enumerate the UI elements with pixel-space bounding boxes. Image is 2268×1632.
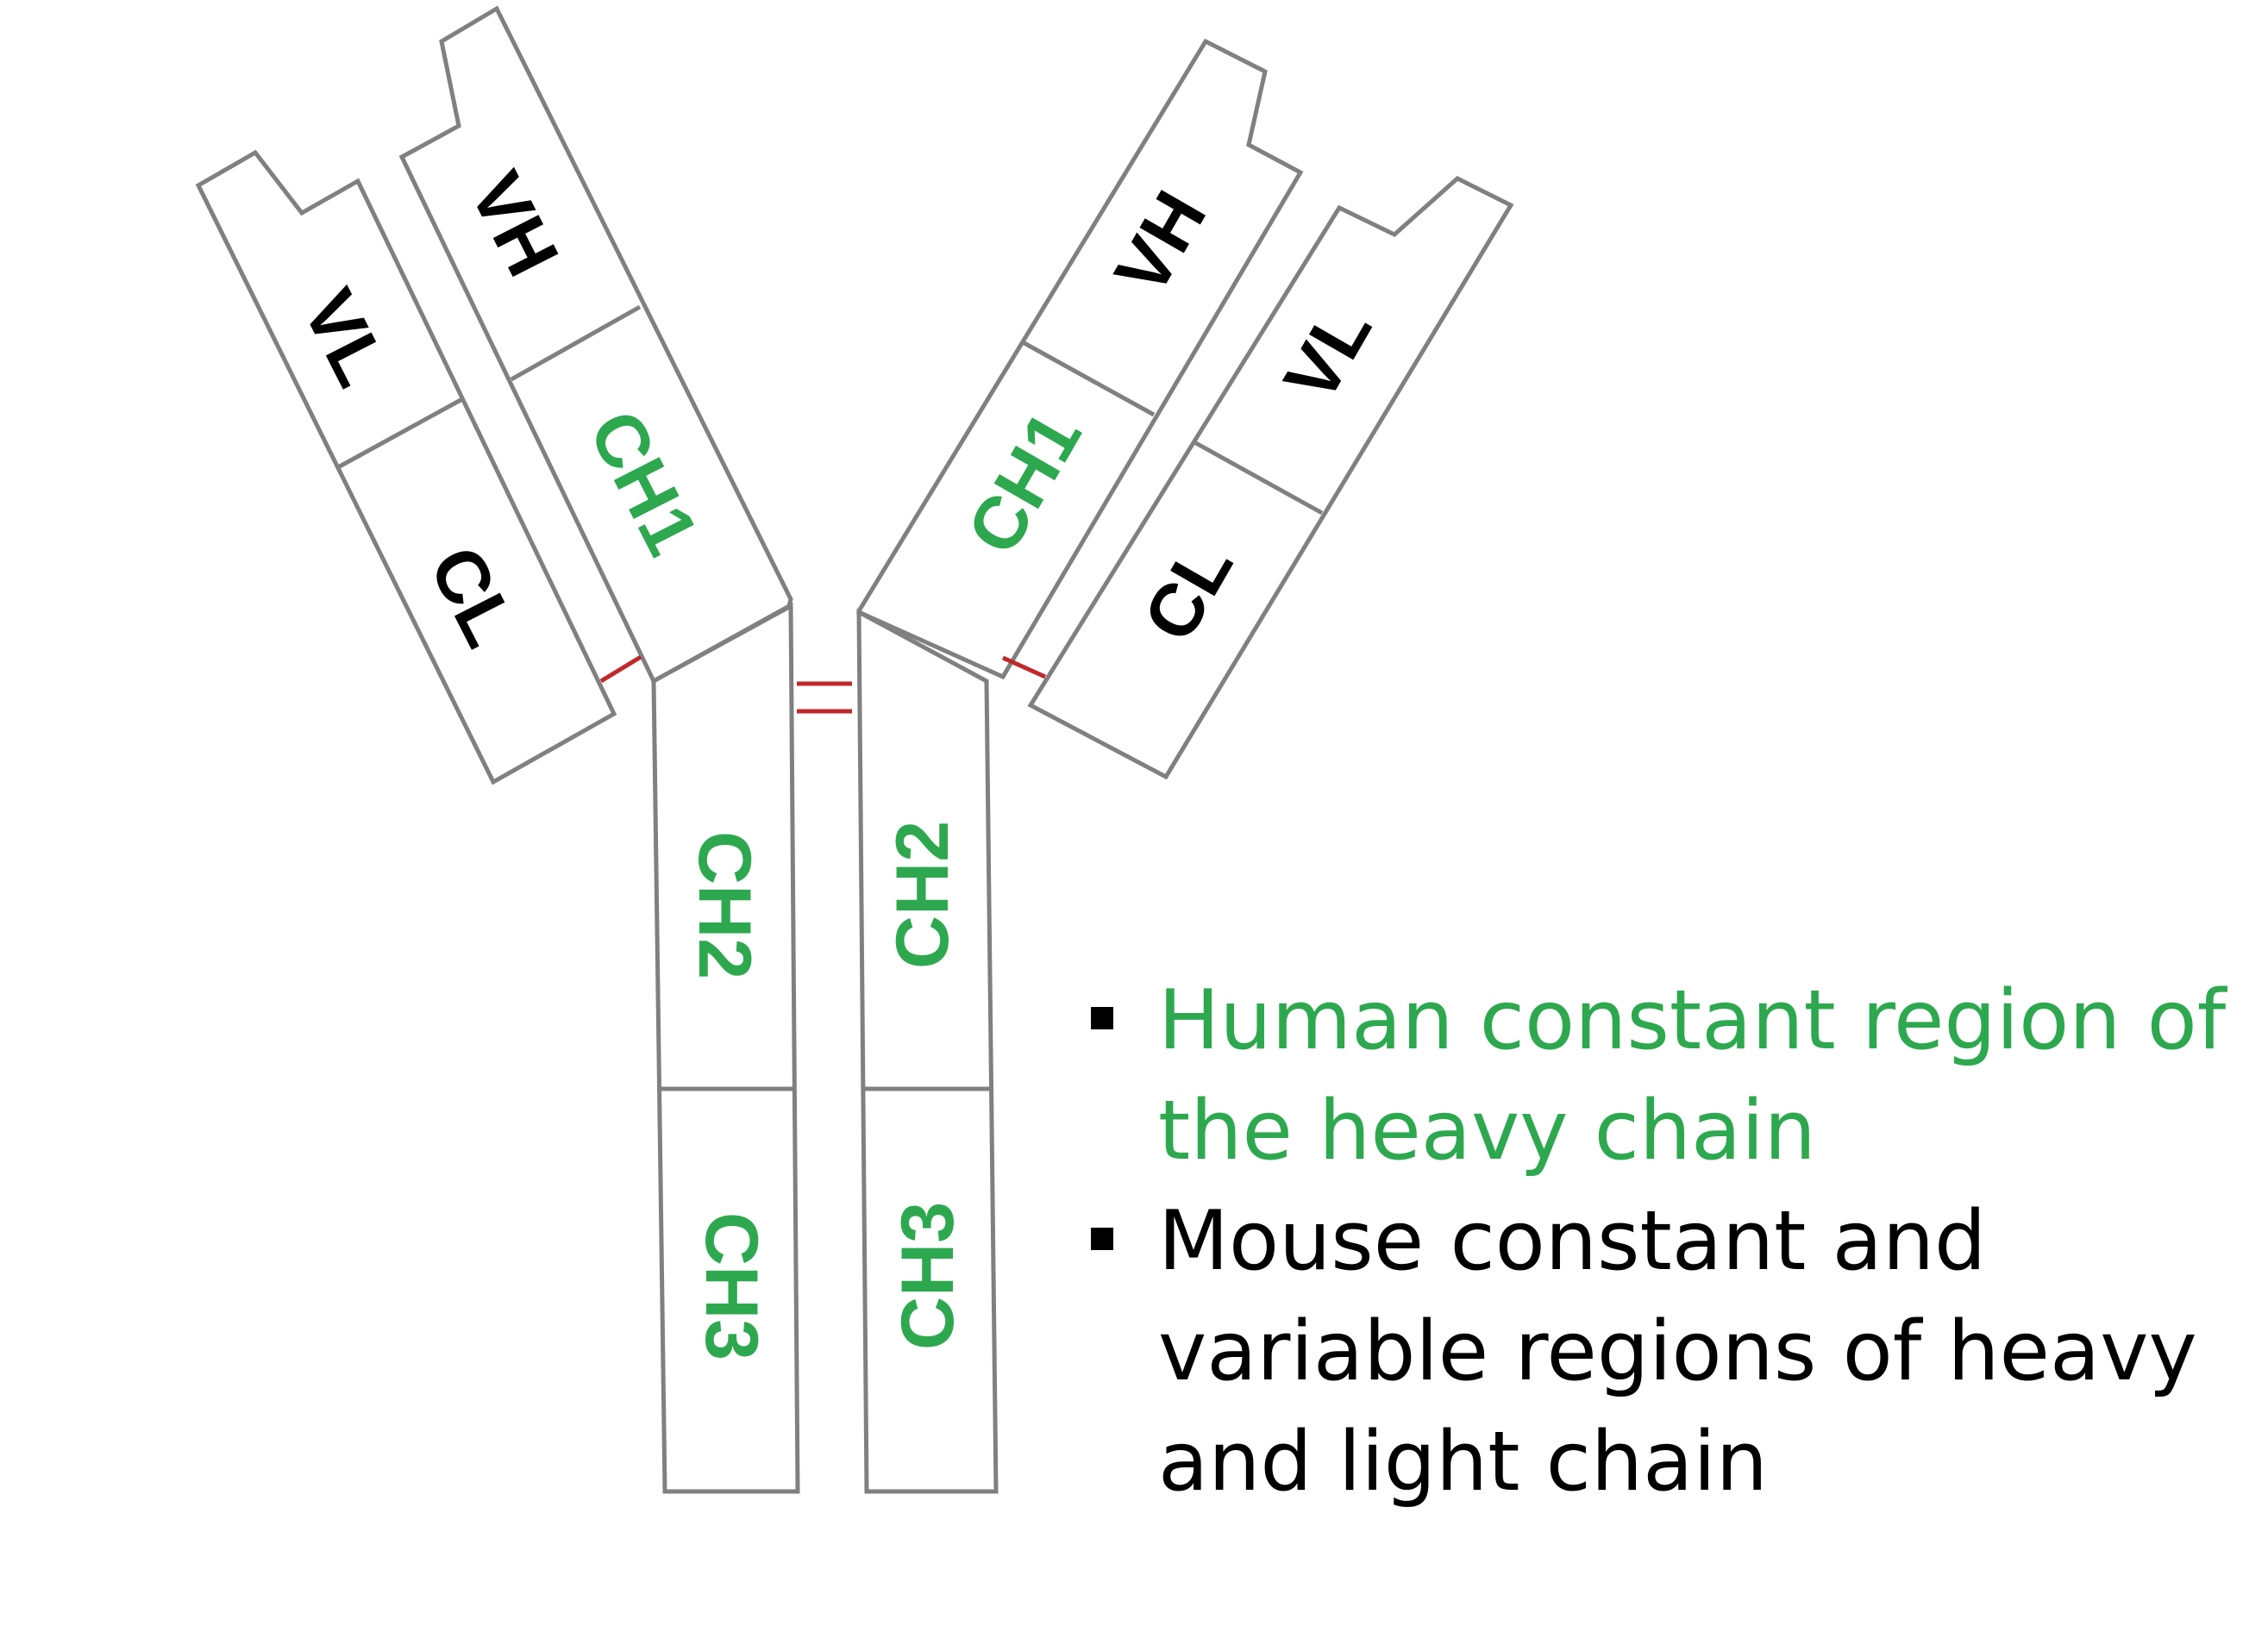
square-bullet-icon <box>1091 1007 1113 1029</box>
legend: Human constant region of the heavy chain… <box>1091 966 2246 1517</box>
legend-text-mouse: Mouse constant and variable regions of h… <box>1158 1194 2197 1510</box>
left-fc-stem <box>651 602 800 1494</box>
legend-text-human: Human constant region of the heavy chain <box>1158 973 2227 1179</box>
domain-label-left-ch2: CH2 <box>683 831 766 979</box>
left-light-chain-divider <box>336 397 464 470</box>
left-heavy-chain-divider <box>510 304 642 382</box>
right-interchain-bond <box>1001 655 1047 679</box>
legend-item-mouse: Mouse constant and variable regions of h… <box>1091 1186 2246 1517</box>
disulfide-bonds <box>599 654 1047 714</box>
domain-label-right-ch3: CH3 <box>887 1202 969 1350</box>
right-heavy-chain-divider <box>1021 340 1156 417</box>
square-bullet-icon <box>1091 1228 1113 1250</box>
left-interchain-bond <box>599 654 642 684</box>
domain-label-left-ch3: CH3 <box>690 1212 773 1360</box>
legend-item-human: Human constant region of the heavy chain <box>1091 966 2246 1186</box>
right-heavy-chain-arm <box>855 38 1304 680</box>
right-fc-stem <box>856 608 999 1494</box>
right-light-chain-divider <box>1193 440 1324 516</box>
right-light-chain <box>1027 176 1514 780</box>
left-light-chain <box>195 149 617 785</box>
domain-label-right-ch2: CH2 <box>881 821 964 969</box>
